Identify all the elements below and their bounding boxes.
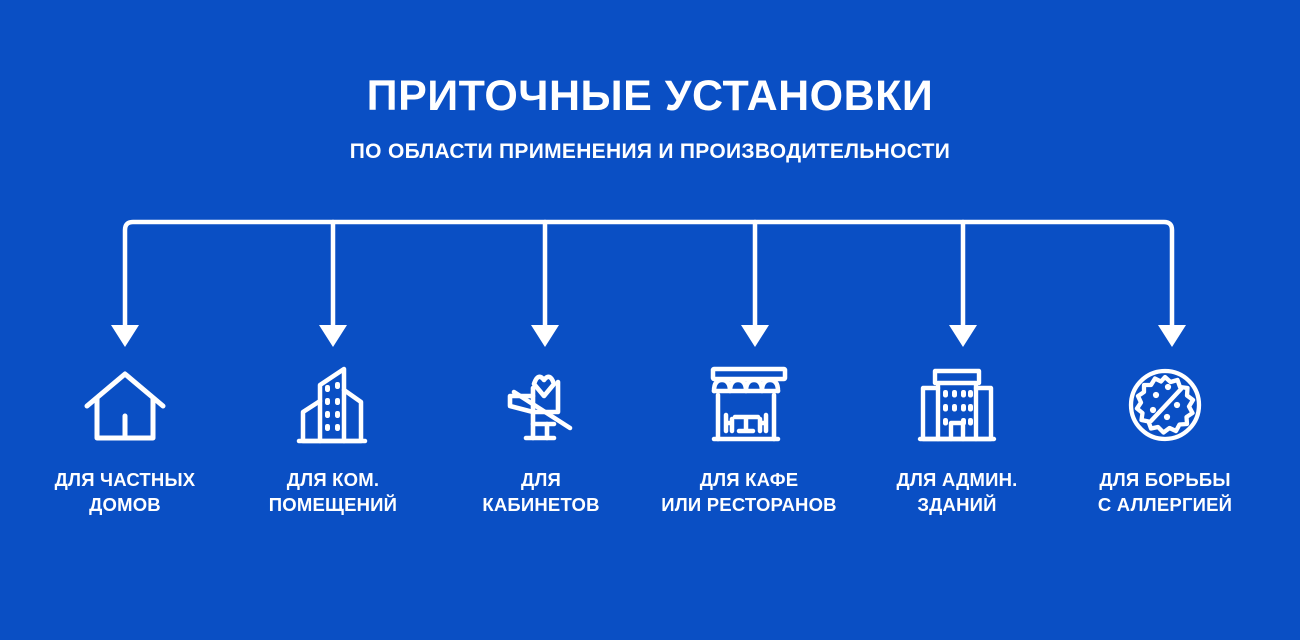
header: ПРИТОЧНЫЕ УСТАНОВКИ ПО ОБЛАСТИ ПРИМЕНЕНИ… (0, 0, 1300, 163)
category-item-administrative-buildings[interactable]: ДЛЯ АДМИН. ЗДАНИЙ (853, 362, 1061, 517)
arrowhead-4 (741, 325, 769, 347)
arrowhead-2 (319, 325, 347, 347)
category-label: ДЛЯ КОМ. ПОМЕЩЕНИЙ (268, 469, 398, 515)
category-label: ДЛЯ КАБИНЕТОВ (482, 469, 600, 515)
page-title: ПРИТОЧНЫЕ УСТАНОВКИ (366, 72, 934, 120)
commercial-buildings-icon (287, 362, 379, 448)
arrowhead-3 (531, 325, 559, 347)
category-columns: ДЛЯ ЧАСТНЫХ ДОМОВ (0, 362, 1300, 517)
arrowhead-5 (949, 325, 977, 347)
category-item-anti-allergy[interactable]: ДЛЯ БОРЬБЫ С АЛЛЕРГИЕЙ (1061, 362, 1269, 517)
category-label: ДЛЯ ЧАСТНЫХ ДОМОВ (54, 469, 196, 515)
category-item-medical-offices[interactable]: ДЛЯ КАБИНЕТОВ (437, 362, 645, 517)
arrowhead-6 (1158, 325, 1186, 347)
category-item-commercial-premises[interactable]: ДЛЯ КОМ. ПОМЕЩЕНИЙ (229, 362, 437, 517)
anti-allergen-icon (1119, 362, 1211, 448)
category-item-private-houses[interactable]: ДЛЯ ЧАСТНЫХ ДОМОВ (21, 362, 229, 517)
category-item-cafe-restaurant[interactable]: ДЛЯ КАФЕ ИЛИ РЕСТОРАНОВ (645, 362, 853, 517)
category-label: ДЛЯ АДМИН. ЗДАНИЙ (896, 469, 1018, 515)
category-label: ДЛЯ БОРЬБЫ С АЛЛЕРГИЕЙ (1097, 469, 1233, 515)
medical-chair-icon (495, 362, 587, 448)
page-subtitle: ПО ОБЛАСТИ ПРИМЕНЕНИЯ И ПРОИЗВОДИТЕЛЬНОС… (349, 140, 951, 164)
administrative-building-icon (911, 362, 1003, 448)
cafe-storefront-icon (703, 362, 795, 448)
house-icon (79, 362, 171, 448)
category-label: ДЛЯ КАФЕ ИЛИ РЕСТОРАНОВ (661, 469, 837, 515)
arrowhead-1 (111, 325, 139, 347)
bus-line (122, 219, 1175, 328)
